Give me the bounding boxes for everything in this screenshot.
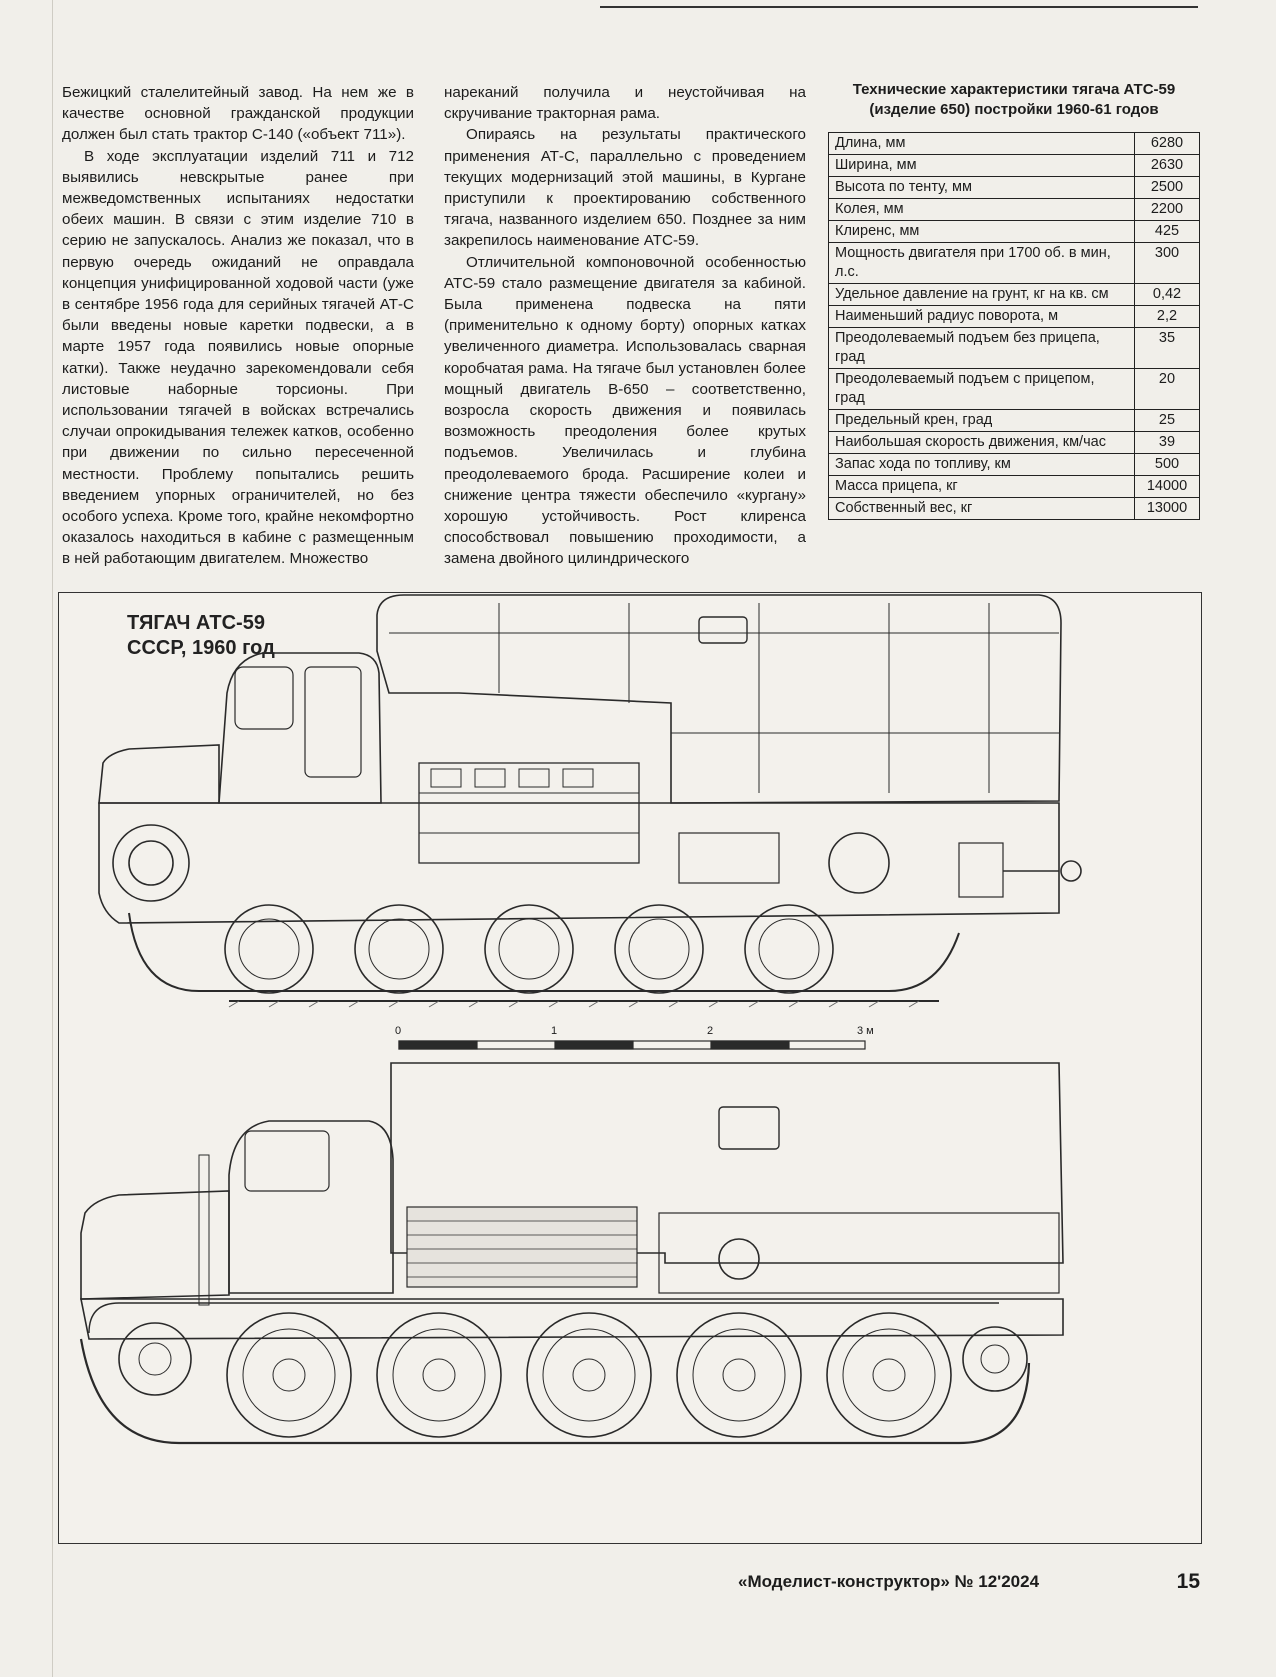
- magazine-title: «Моделист-конструктор» № 12'2024: [738, 1572, 1040, 1591]
- drawing-caption: ТЯГАЧ АТС-59 СССР, 1960 год: [127, 611, 275, 661]
- text-column-1: Бежицкий сталелитейный завод. На нем же …: [62, 82, 414, 570]
- spec-label: Длина, мм: [828, 132, 1135, 155]
- exterior-side-view: [79, 1062, 1064, 1445]
- paragraph: Бежицкий сталелитейный завод. На нем же …: [62, 84, 414, 144]
- caption-line-2: СССР, 1960 год: [127, 637, 275, 659]
- spec-label: Мощность двигателя при 1700 об. в мин, л…: [828, 242, 1135, 284]
- spec-value: 2,2: [1134, 305, 1200, 328]
- spec-value: 2500: [1134, 176, 1200, 199]
- spec-label: Преодолеваемый подъем с прицепом, град: [828, 368, 1135, 410]
- spec-label: Собственный вес, кг: [828, 497, 1135, 520]
- paragraph: нареканий получила и неустойчивая на скр…: [444, 84, 806, 123]
- spec-label: Запас хода по топливу, км: [828, 453, 1135, 476]
- spec-value: 13000: [1134, 497, 1200, 520]
- paragraph: Отличительной компоновочной особенностью…: [444, 253, 806, 568]
- spec-value: 14000: [1134, 475, 1200, 498]
- spec-value: 2630: [1134, 154, 1200, 177]
- spec-table-block: Технические характеристики тягача АТС-59…: [828, 80, 1200, 520]
- spec-value: 0,42: [1134, 283, 1200, 306]
- binding-edge: [52, 0, 53, 1677]
- spec-value: 35: [1134, 327, 1200, 369]
- spec-label: Ширина, мм: [828, 154, 1135, 177]
- spec-label: Масса прицепа, кг: [828, 475, 1135, 498]
- technical-drawing: ТЯГАЧ АТС-59 СССР, 1960 год: [58, 592, 1202, 1544]
- spec-label: Клиренс, мм: [828, 220, 1135, 243]
- spec-label: Наибольшая скорость движения, км/час: [828, 431, 1135, 454]
- caption-line-1: ТЯГАЧ АТС-59: [127, 612, 265, 634]
- scale-label: 3 м: [857, 1025, 874, 1037]
- scale-label: 2: [707, 1025, 714, 1037]
- spec-value: 20: [1134, 368, 1200, 410]
- page-number: 15: [1176, 1570, 1200, 1593]
- scale-label: 1: [551, 1025, 558, 1037]
- top-rule: [600, 6, 1198, 8]
- cutaway-side-view: [98, 594, 1082, 1008]
- spec-label: Предельный крен, град: [828, 409, 1135, 432]
- spec-value: 39: [1134, 431, 1200, 454]
- text-column-2: нареканий получила и неустойчивая на скр…: [444, 82, 806, 570]
- spec-label: Преодолеваемый подъем без прицепа, град: [828, 327, 1135, 369]
- scale-bar: [398, 1040, 866, 1050]
- spec-row: Мощность двигателя при 1700 об. в мин, л…: [828, 242, 1200, 284]
- spec-value: 6280: [1134, 132, 1200, 155]
- spec-title: Технические характеристики тягача АТС-59…: [828, 80, 1200, 120]
- spec-label: Удельное давление на грунт, кг на кв. см: [828, 283, 1135, 306]
- spec-value: 300: [1134, 242, 1200, 284]
- spec-label: Колея, мм: [828, 198, 1135, 221]
- spec-value: 425: [1134, 220, 1200, 243]
- spec-title-line-2: (изделие 650) постройки 1960-61 годов: [869, 101, 1159, 118]
- spec-label: Наименьший радиус поворота, м: [828, 305, 1135, 328]
- spec-value: 25: [1134, 409, 1200, 432]
- scale-label: 0: [395, 1025, 402, 1037]
- paragraph: В ходе эксплуатации изделий 711 и 712 вы…: [62, 147, 414, 568]
- spec-row: Удельное давление на грунт, кг на кв. см…: [828, 283, 1200, 306]
- spec-value: 500: [1134, 453, 1200, 476]
- paragraph: Опираясь на результаты практического при…: [444, 126, 806, 250]
- spec-title-line-1: Технические характеристики тягача АТС-59: [852, 81, 1176, 98]
- spec-label: Высота по тенту, мм: [828, 176, 1135, 199]
- tractor-drawing-svg: [79, 594, 1082, 1445]
- spec-value: 2200: [1134, 198, 1200, 221]
